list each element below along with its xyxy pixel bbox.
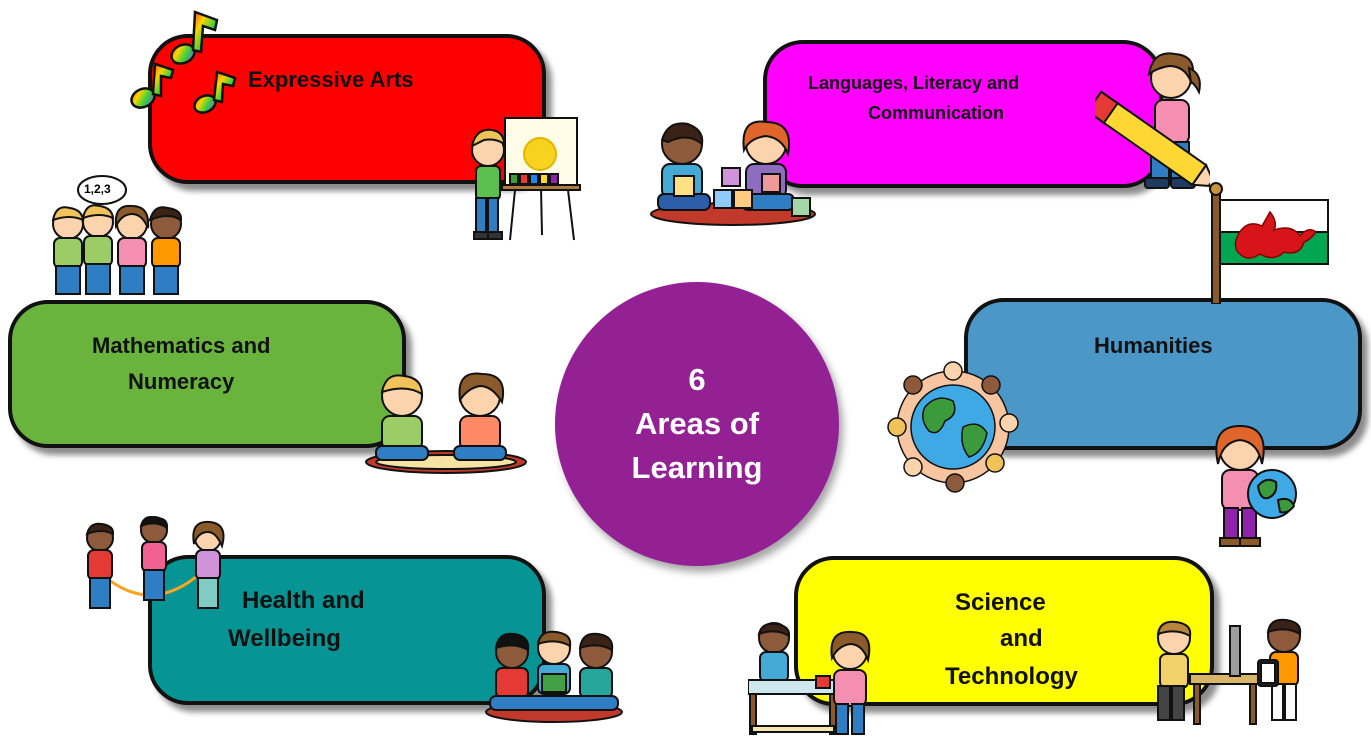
- center-circle: 6 Areas of Learning: [555, 282, 839, 566]
- painting-child-icon: [470, 110, 585, 245]
- humanities-label: Humanities: [1094, 333, 1213, 358]
- computer-children-icon: [1150, 616, 1310, 730]
- center-line2: Areas of: [634, 405, 760, 441]
- languages-label-line1: Languages, Literacy and: [808, 73, 1020, 93]
- science-label-line3: Technology: [945, 663, 1078, 690]
- music-notes-icon: [125, 6, 245, 116]
- maths-label-line1: Mathematics and: [92, 333, 271, 358]
- science-children-icon: [748, 620, 898, 736]
- center-line3: Learning: [631, 450, 763, 485]
- pencil-child-icon: [1095, 44, 1210, 194]
- science-label-line1: Science: [955, 589, 1046, 616]
- expressive-arts-label: Expressive Arts: [248, 67, 414, 92]
- child-with-globe-icon: [1204, 420, 1304, 552]
- humanities-box: [964, 298, 1362, 450]
- maths-label-line2: Numeracy: [128, 369, 235, 394]
- counting-bubble-text: 1,2,3: [84, 182, 111, 196]
- languages-label-line2: Communication: [868, 103, 1005, 123]
- expressive-arts-box: [148, 34, 546, 184]
- counting-children-icon: 1,2,3: [44, 172, 189, 300]
- science-label-line2: and: [1000, 625, 1043, 652]
- globe-children-icon: [883, 357, 1023, 497]
- blocks-children-icon: [648, 118, 818, 228]
- health-label-line1: Health and: [242, 587, 365, 614]
- center-number: 6: [688, 361, 706, 397]
- reading-children-icon: [484, 624, 624, 724]
- skipping-children-icon: [82, 516, 234, 616]
- health-label-line2: Wellbeing: [228, 625, 341, 652]
- welsh-flag-icon: [1204, 182, 1334, 304]
- maths-box: [8, 300, 406, 448]
- numbers-children-icon: [362, 366, 530, 476]
